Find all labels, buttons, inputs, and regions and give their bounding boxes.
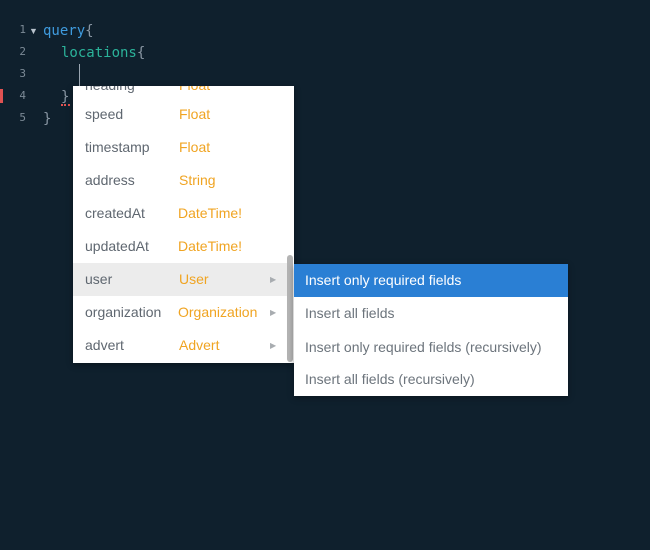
submenu-arrow-icon: ▶ — [270, 275, 277, 284]
line-number: 4 — [19, 89, 26, 102]
code-line-2: locations{ — [61, 45, 145, 61]
autocomplete-item-speed[interactable]: speed Float — [73, 98, 287, 131]
field-type: Organization — [178, 304, 258, 320]
field-type: String — [179, 172, 216, 188]
field-name: heading — [85, 86, 135, 102]
insert-all-fields-recursive-option[interactable]: Insert all fields (recursively) — [305, 371, 475, 387]
open-brace: { — [136, 45, 146, 61]
field-name: speed — [85, 106, 124, 122]
line-number: 2 — [19, 45, 26, 58]
field-name: organization — [85, 304, 162, 320]
autocomplete-item-createdat[interactable]: createdAt DateTime! — [73, 197, 287, 230]
insert-required-fields-option[interactable]: Insert only required fields — [294, 264, 568, 297]
error-squiggle — [61, 101, 70, 106]
field-type: Advert — [179, 337, 220, 353]
code-line-5: } — [43, 111, 52, 127]
field-name: timestamp — [85, 139, 150, 155]
insert-required-fields-recursive-option[interactable]: Insert only required fields (recursively… — [305, 339, 542, 355]
line-number: 5 — [19, 111, 26, 124]
field-type: DateTime! — [178, 238, 243, 254]
open-brace: { — [85, 23, 94, 39]
autocomplete-item-address[interactable]: address String — [73, 164, 287, 197]
fold-toggle-icon[interactable]: ▼ — [29, 26, 38, 36]
autocomplete-item-partial[interactable]: heading Float — [73, 86, 287, 102]
field-type: Float — [179, 106, 211, 122]
submenu-arrow-icon: ▶ — [270, 308, 277, 317]
code-line-4: } — [61, 89, 70, 105]
field-type: User — [179, 271, 209, 287]
field-name: updatedAt — [85, 238, 149, 254]
line-number: 3 — [19, 67, 26, 80]
autocomplete-item-advert[interactable]: advert Advert ▶ — [73, 329, 287, 362]
autocomplete-item-timestamp[interactable]: timestamp Float — [73, 131, 287, 164]
field-name: user — [85, 271, 113, 287]
field-type: Float — [179, 139, 211, 155]
autocomplete-scrollbar[interactable] — [287, 255, 293, 362]
autocomplete-popup[interactable]: heading Float speed Float timestamp Floa… — [73, 86, 294, 363]
query-keyword: query — [43, 23, 86, 39]
line-number: 1 — [19, 23, 26, 36]
autocomplete-item-updatedat[interactable]: updatedAt DateTime! — [73, 230, 287, 263]
insert-fields-submenu[interactable]: Insert only required fields Insert all f… — [294, 264, 568, 396]
autocomplete-item-user[interactable]: user User ▶ — [73, 263, 287, 296]
insert-all-fields-option[interactable]: Insert all fields — [305, 305, 395, 321]
autocomplete-item-organization[interactable]: organization Organization ▶ — [73, 296, 287, 329]
field-type: Float — [179, 86, 210, 102]
locations-field: locations — [61, 45, 137, 61]
field-name: address — [85, 172, 135, 188]
field-name: advert — [85, 337, 124, 353]
submenu-arrow-icon: ▶ — [270, 341, 277, 350]
error-marker — [0, 89, 3, 103]
field-name: createdAt — [85, 205, 145, 221]
text-cursor — [79, 64, 80, 86]
field-type: DateTime! — [178, 205, 243, 221]
code-line-1: query{ — [43, 23, 94, 39]
